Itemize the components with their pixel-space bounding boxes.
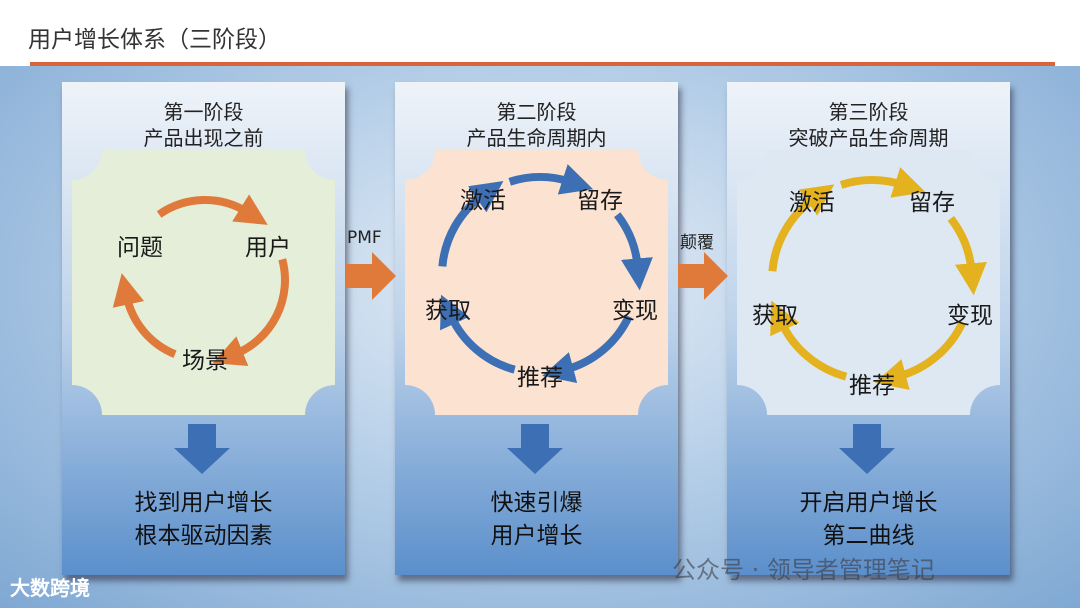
stage-result: 开启用户增长第二曲线 xyxy=(727,487,1010,553)
cycle-label: 激活 xyxy=(789,190,835,216)
stage-result: 快速引爆用户增长 xyxy=(395,487,678,553)
cycle-label: 变现 xyxy=(612,298,658,324)
cycle-label: 问题 xyxy=(117,235,163,261)
cycle-background xyxy=(72,150,335,415)
cycle-arrow-icon xyxy=(440,294,516,374)
logo: 大数跨境 xyxy=(10,576,90,600)
cycle-area: 问题 用户 场景 xyxy=(72,150,335,415)
stage-1-panel: 第一阶段 产品出现之前 问题 用户 场景 找到用户增长根本驱动因素 xyxy=(62,82,345,575)
cycle-area: 激活 留存 变现 推荐 获取 xyxy=(737,150,1000,415)
cycle-label: 留存 xyxy=(909,190,955,216)
cycle-arrow-icon xyxy=(874,320,967,390)
connector-label: 颠覆 xyxy=(680,233,714,253)
cycle-arrow-icon xyxy=(947,215,987,296)
cycle-arrow-icon xyxy=(156,194,268,225)
stage-title: 第二阶段 xyxy=(496,100,577,124)
cycle-label: 推荐 xyxy=(517,365,563,391)
cycle-arrow-icon xyxy=(212,258,289,367)
cycle-label: 变现 xyxy=(947,303,993,329)
cycle-arrow-icon xyxy=(112,273,177,358)
cycle-arrow-icon xyxy=(768,184,835,272)
cycle-label: 推荐 xyxy=(849,373,895,399)
cycle-arrows xyxy=(438,164,653,384)
cycle-label: 用户 xyxy=(245,235,291,261)
cycle-area: 激活 留存 变现 推荐 获取 xyxy=(405,150,668,415)
page-title: 用户增长体系（三阶段） xyxy=(28,27,281,53)
cycle-label: 场景 xyxy=(182,348,228,374)
stage-title: 第一阶段 xyxy=(163,100,244,124)
down-arrow-icon xyxy=(507,424,563,474)
watermark: 公众号 · 领导者管理笔记 xyxy=(672,556,935,584)
cycle-arrow-icon xyxy=(770,300,848,381)
down-arrow-icon xyxy=(839,424,895,474)
stage-2-panel: 第二阶段 产品生命周期内 激活 留存 变现 推荐 获取 快速引爆用户增长 xyxy=(395,82,678,575)
result-line: 快速引爆 xyxy=(490,490,583,516)
stage-result: 找到用户增长根本驱动因素 xyxy=(62,487,345,553)
connector-label: PMF xyxy=(347,228,382,248)
stage-subtitle: 产品出现之前 xyxy=(143,126,264,150)
cycle-arrow-icon xyxy=(542,314,633,384)
cycle-label: 获取 xyxy=(752,303,798,329)
cycle-background-shape xyxy=(72,150,335,415)
cycle-label: 获取 xyxy=(425,298,471,324)
stage-subtitle: 突破产品生命周期 xyxy=(788,126,949,150)
cycle-arrows xyxy=(112,194,289,367)
right-arrow-icon xyxy=(346,252,396,300)
cycle-arrow-icon xyxy=(438,180,504,267)
cycle-arrow-icon xyxy=(508,164,594,195)
cycle-label: 留存 xyxy=(577,188,623,214)
cycle-arrow-icon xyxy=(839,167,926,198)
stage-title: 第三阶段 xyxy=(828,100,909,124)
stage-3-panel: 第三阶段 突破产品生命周期 激活 留存 变现 推荐 获取 开启用户增长第二曲线 xyxy=(727,82,1010,575)
result-line: 用户增长 xyxy=(490,523,583,549)
result-line: 第二曲线 xyxy=(822,523,915,549)
cycle-label: 激活 xyxy=(460,188,506,214)
cycle-arrow-icon xyxy=(614,212,653,291)
right-arrow-icon xyxy=(678,252,728,300)
down-arrow-icon xyxy=(174,424,230,474)
result-line: 找到用户增长 xyxy=(134,490,273,516)
stage-subtitle: 产品生命周期内 xyxy=(466,126,607,150)
cycle-arrows xyxy=(768,167,987,390)
result-line: 开启用户增长 xyxy=(799,490,938,516)
result-line: 根本驱动因素 xyxy=(134,523,273,549)
title-underline xyxy=(30,62,1055,66)
